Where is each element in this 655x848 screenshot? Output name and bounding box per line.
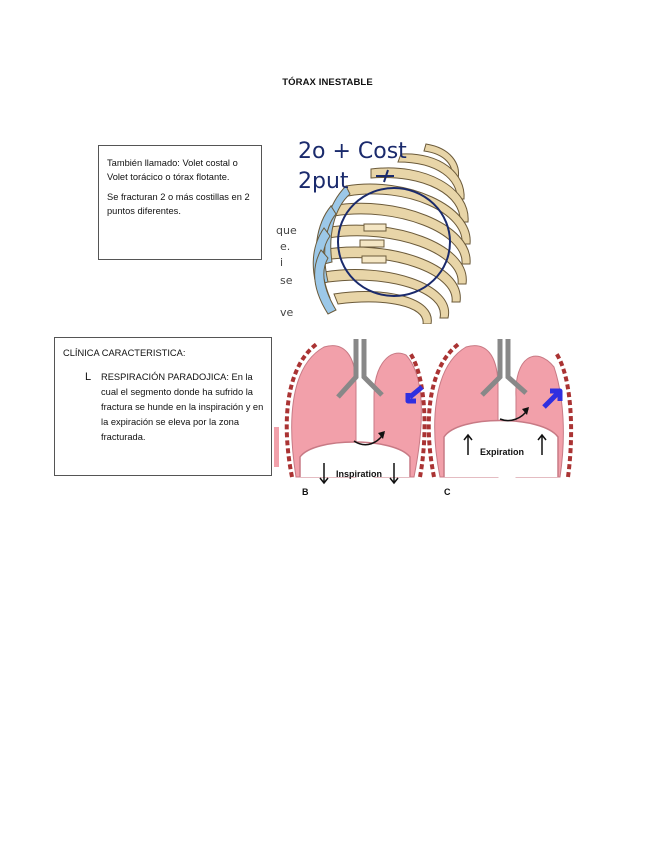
cropped-text-1: que bbox=[276, 224, 297, 237]
panel-b-letter: B bbox=[302, 487, 309, 497]
definition-box: También llamado: Volet costal o Volet to… bbox=[98, 145, 262, 260]
clinical-box: CLÍNICA CARACTERISTICA: L RESPIRACIÓN PA… bbox=[54, 337, 272, 476]
rib-cage-illustration: que e. i se ve bbox=[276, 124, 476, 324]
cropped-text-2: e. bbox=[280, 240, 290, 253]
cropped-text-3: i bbox=[280, 256, 283, 269]
bullet-item: L RESPIRACIÓN PARADOJICA: En la cual el … bbox=[63, 370, 264, 445]
cropped-text-4: se bbox=[280, 274, 293, 287]
fracture-text: Se fracturan 2 o más costillas en 2 punt… bbox=[107, 192, 250, 216]
cropped-text-5: ve bbox=[280, 306, 294, 319]
handwritten-note-1: 2o + Cost bbox=[298, 139, 407, 164]
handwritten-note-2: 2put bbox=[298, 169, 349, 194]
page-title: TÓRAX INESTABLE bbox=[282, 77, 373, 88]
clinical-heading: CLÍNICA CARACTERISTICA: bbox=[63, 348, 186, 358]
rib-cage-image: que e. i se ve bbox=[276, 124, 476, 324]
paradoxical-breathing-diagram: Inspiration B Expiration C bbox=[274, 337, 576, 499]
paradoxical-breathing-text: RESPIRACIÓN PARADOJICA: En la cual el se… bbox=[101, 372, 264, 442]
panel-c: Expiration C bbox=[426, 339, 574, 497]
lung-diagram: Inspiration B Expiration C bbox=[274, 337, 576, 499]
panel-c-letter: C bbox=[444, 487, 451, 497]
bullet-icon: L bbox=[85, 371, 92, 383]
definition-text: También llamado: Volet costal o Volet to… bbox=[107, 158, 238, 182]
expiration-label: Expiration bbox=[480, 447, 524, 457]
panel-b: Inspiration B bbox=[284, 339, 427, 497]
inspiration-label: Inspiration bbox=[336, 469, 382, 479]
